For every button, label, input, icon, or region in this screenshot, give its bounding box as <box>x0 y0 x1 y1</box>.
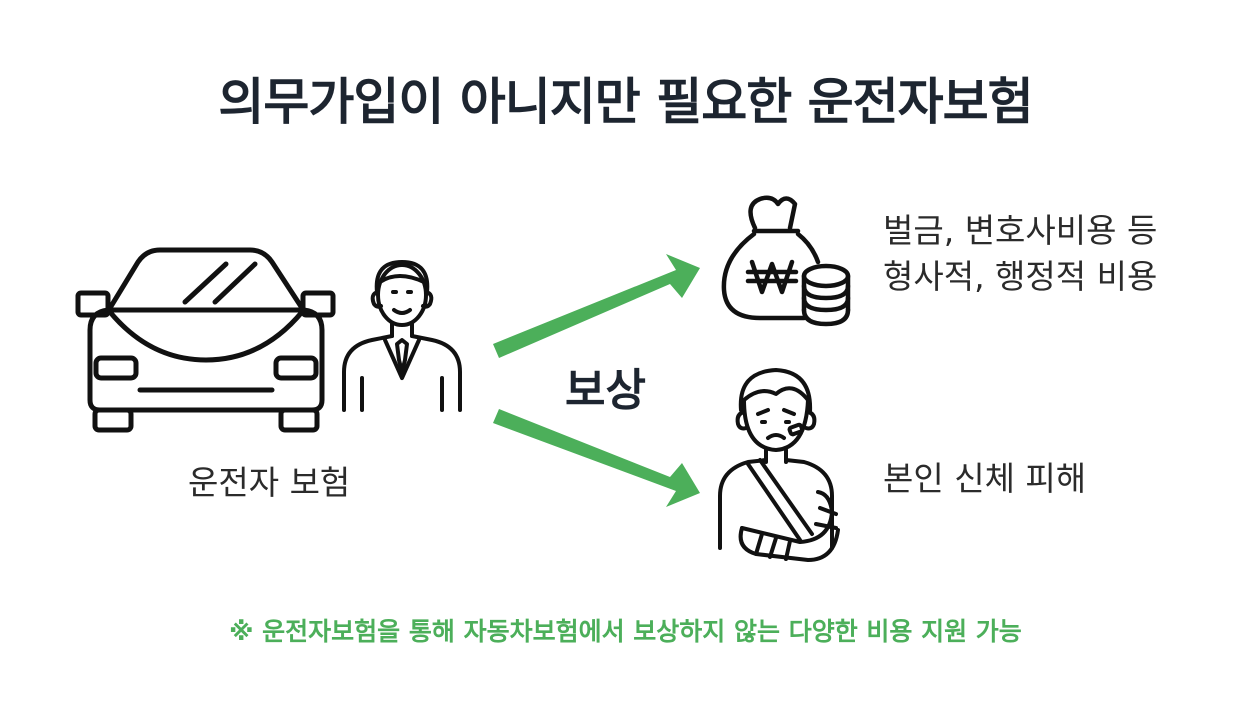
money-bag-icon <box>721 195 821 321</box>
injured-person-icon <box>718 368 840 562</box>
compensation-label: 보상 <box>565 365 646 416</box>
benefit-costs-text: 벌금, 변호사비용 등 형사적, 행정적 비용 <box>883 208 1157 300</box>
coin-stack-icon <box>801 263 851 327</box>
footnote: ※ 운전자보험을 통해 자동차보험에서 보상하지 않는 다양한 비용 지원 가능 <box>229 617 1022 646</box>
car-icon <box>75 247 336 433</box>
page-title: 의무가입이 아니지만 필요한 운전자보험 <box>218 73 1033 131</box>
driver-insurance-label: 운전자 보험 <box>188 463 351 502</box>
arrow-icon <box>493 254 700 507</box>
benefit-costs-line1: 벌금, 변호사비용 등 <box>883 211 1158 250</box>
benefit-injury-text: 본인 신체 피해 <box>883 459 1087 498</box>
benefit-costs-line2: 형사적, 행정적 비용 <box>883 257 1158 296</box>
businessman-icon <box>342 260 462 412</box>
